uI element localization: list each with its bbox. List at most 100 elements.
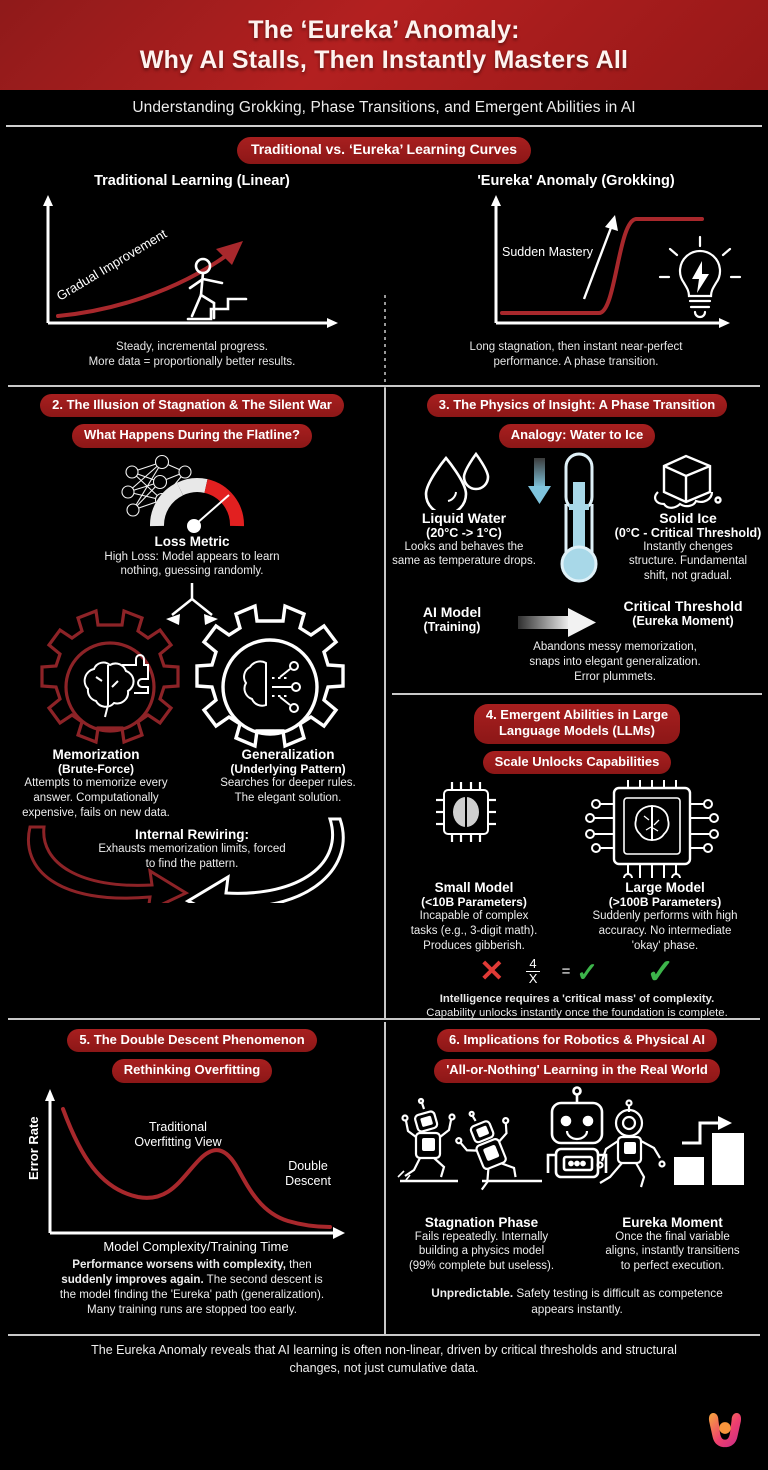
internal-rewiring-title: Internal Rewiring: [134, 827, 249, 843]
internal-rewiring-desc-l1: Exhausts memorization limits, forced [98, 843, 286, 856]
large-chip-icon [585, 779, 719, 878]
divider-mid-vertical [384, 388, 386, 1018]
mid-grid: 2. The Illusion of Stagnation & The Sile… [0, 387, 768, 1020]
robot-icon [546, 1085, 608, 1178]
generalization-block: Generalization (Underlying Pattern) Sear… [192, 747, 384, 821]
chart-traditional-svg: Gradual Improvement [43, 194, 338, 328]
section4-subpill: Scale Unlocks Capabilities [482, 750, 672, 774]
section5-subpill: Rethinking Overfitting [111, 1059, 273, 1083]
memorization-title: Memorization [52, 747, 140, 763]
small-chip-icon [436, 781, 496, 842]
generalization-gear-icon [195, 603, 345, 749]
transition-arrow-icon [518, 608, 596, 638]
page-title-line1: The ‘Eureka’ Anomaly: [248, 15, 520, 44]
chart5-annotation2-l1: Double [288, 1159, 328, 1173]
section6-pill-wrap: 6. Implications for Robotics & Physical … [386, 1022, 768, 1053]
section5-footnote-line2: suddenly improves again. The second desc… [6, 1272, 378, 1287]
liquid-water-subtitle: (20°C -> 1°C) [426, 525, 502, 540]
solid-ice-desc-l2: structure. Fundamental [628, 555, 748, 568]
section5-footnote-bold2: suddenly improves again. [61, 1272, 204, 1286]
model-labels: Small Model (<10B Parameters) Incapable … [386, 880, 768, 954]
model-threshold-row: AI Model (Training) Critical Threshold (… [386, 598, 768, 640]
eureka-desc-l1: Once the final variable [615, 1230, 730, 1243]
section6-footnote-rest: Safety testing is difficult as competenc… [513, 1286, 723, 1301]
section-5: 5. The Double Descent Phenomenon Rethink… [0, 1022, 384, 1335]
eureka-desc-l2: aligns, instantly transitiens [605, 1245, 740, 1258]
generalization-desc-l2: The elegant solution. [234, 792, 342, 805]
falling-robot-2-icon [455, 1110, 517, 1190]
section6-subpill: 'All-or-Nothing' Learning in the Real Wo… [434, 1059, 720, 1083]
solid-ice-title: Solid Ice [659, 509, 717, 526]
bottom-grid: 5. The Double Descent Phenomenon Rethink… [0, 1022, 768, 1335]
loss-metric-desc: High Loss: Model appears to learn nothin… [0, 550, 384, 580]
gauge-icon [150, 477, 244, 533]
critical-threshold-desc-l2: snaps into elegant generalization. [529, 656, 701, 669]
water-drop-icon [424, 451, 490, 510]
brain-network-icon [243, 660, 301, 714]
section4-footnote-rest: Capability unlocks instantly once the fo… [426, 1007, 728, 1020]
section3-subpill-wrap: Analogy: Water to Ice [386, 417, 768, 448]
section6-footnote-line2: appears instantly. [531, 1301, 623, 1316]
liquid-water-title: Liquid Water [421, 509, 507, 526]
water-ice-text-row: Liquid Water (20°C -> 1°C) Looks and beh… [386, 503, 768, 585]
large-model-desc-l3: 'okay' phase. [631, 939, 699, 952]
large-model-desc-l2: accuracy. No intermediate [598, 924, 732, 937]
equals-sign: = [561, 963, 571, 981]
stagnation-desc-l2: building a physics model [418, 1245, 545, 1258]
section4-pill-wrap: 4. Emergent Abilities in Large Language … [386, 697, 768, 744]
section6-pill: 6. Implications for Robotics & Physical … [437, 1029, 717, 1053]
header-banner: The ‘Eureka’ Anomaly: Why AI Stalls, The… [0, 0, 768, 90]
footer-line2: changes, not just cumulative data. [289, 1360, 479, 1375]
chart-traditional-caption-l2: More data = proportionally better result… [88, 356, 296, 369]
small-model-subtitle: (<10B Parameters) [421, 894, 527, 909]
large-model-block: Large Model (>100B Parameters) Suddenly … [562, 880, 768, 954]
memorization-desc-l2: answer. Computationally [33, 792, 159, 805]
section4-footnote: Intelligence requires a 'critical mass' … [386, 992, 768, 1021]
stagnation-block: Stagnation Phase Fails repeatedly. Inter… [386, 1215, 577, 1275]
generalization-desc-l1: Searches for deeper rules. [220, 777, 356, 790]
section5-footnote-bold1: Performance worsens with complexity, [72, 1257, 286, 1271]
chart-grokking: 'Eureka' Anomaly (Grokking) Sudden Maste… [384, 173, 768, 371]
section6-footnote-bold: Unpredictable. [431, 1286, 514, 1301]
generalization-subtitle: (Underlying Pattern) [230, 762, 346, 777]
ai-model-title: AI Model [422, 604, 482, 621]
gears-group [40, 583, 345, 749]
growth-bars-icon [674, 1115, 744, 1185]
cross-mark-icon: ✕ [479, 954, 505, 988]
section6-footnote: Unpredictable. Safety testing is difficu… [386, 1286, 768, 1317]
section5-pill: 5. The Double Descent Phenomenon [67, 1029, 317, 1053]
critical-threshold-subtitle: (Eureka Moment) [632, 614, 734, 629]
chart-traditional-title: Traditional Learning (Linear) [94, 172, 290, 189]
stagnation-desc-l1: Fails repeatedly. Internally [414, 1230, 549, 1243]
split-arrow-icon [166, 583, 218, 626]
divider-mid-bottom [8, 1018, 760, 1020]
critical-threshold-block: Critical Threshold (Eureka Moment) [598, 598, 768, 628]
memorization-gear-icon [40, 609, 180, 745]
panel1-vertical-divider [384, 295, 386, 455]
chart-grokking-caption-l2: performance. A phase transition. [493, 356, 659, 369]
stagnation-title: Stagnation Phase [424, 1214, 539, 1230]
eureka-desc: Once the final variable aligns, instantl… [577, 1230, 768, 1275]
loss-metric-desc-l1: High Loss: Model appears to learn [104, 550, 280, 563]
panel1-pill-wrap: Traditional vs. ‘Eureka’ Learning Curves [0, 137, 768, 164]
check-mark-large-icon: ✓ [646, 952, 675, 991]
memorization-desc: Attempts to memorize every answer. Compu… [0, 776, 192, 821]
loss-metric-icon [121, 454, 244, 533]
section2-subpill: What Happens During the Flatline? [72, 424, 312, 448]
chart-grokking-caption: Long stagnation, then instant near-perfe… [384, 340, 768, 371]
chart-grokking-title: 'Eureka' Anomaly (Grokking) [477, 172, 675, 189]
section2-pill: 2. The Illusion of Stagnation & The Sile… [40, 394, 344, 418]
footer-line1: The Eureka Anomaly reveals that AI learn… [91, 1343, 677, 1357]
critical-threshold-desc-l1: Abandons messy memorization, [533, 641, 697, 654]
section3-pill-wrap: 3. The Physics of Insight: A Phase Trans… [386, 387, 768, 418]
double-descent-chart: Error Rate Traditional Overfitting View … [26, 1088, 345, 1254]
section6-labels: Stagnation Phase Fails repeatedly. Inter… [386, 1215, 768, 1275]
chart5-ylabel: Error Rate [26, 1116, 41, 1180]
stagnation-desc: Fails repeatedly. Internally building a … [386, 1230, 577, 1275]
section5-footnote: Performance worsens with complexity, the… [0, 1257, 384, 1317]
panel1-columns: Traditional Learning (Linear) Gradual Im… [0, 173, 768, 371]
large-model-subtitle: (>100B Parameters) [608, 894, 722, 909]
page-title-line2: Why AI Stalls, Then Instantly Masters Al… [139, 46, 629, 74]
eureka-title: Eureka Moment [622, 1214, 723, 1230]
sudden-mastery-arrow [582, 214, 618, 299]
